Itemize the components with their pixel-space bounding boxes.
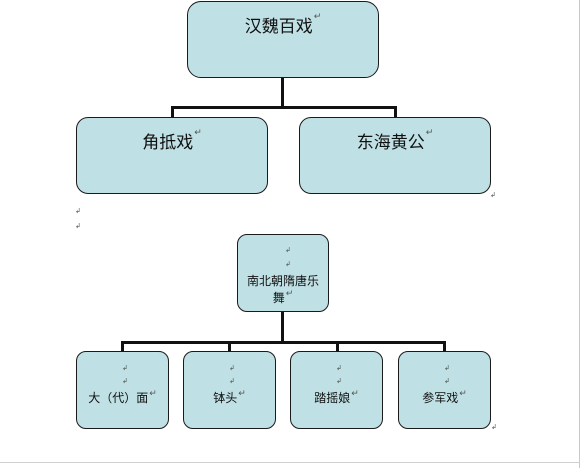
node-label: 大（代）面 — [88, 391, 149, 405]
node-donghai-huanggong: 东海黄公↵ — [299, 117, 491, 194]
node-label: 汉魏百戏 — [244, 17, 313, 37]
node-label: 南北朝隋唐乐 — [246, 274, 319, 288]
paragraph-mark: ↵ — [313, 12, 322, 22]
paragraph-mark: ↵ — [459, 389, 467, 399]
node-jiaodixi: 角抵戏↵ — [76, 117, 268, 194]
connector-bottom-drop-1 — [121, 341, 124, 352]
paragraph-mark-small: ↲ — [285, 246, 291, 254]
paragraph-mark-small: ↲ — [336, 377, 342, 385]
paragraph-mark: ↵ — [285, 289, 294, 299]
node-tayaoniang: ↲ ↲ 踏摇娘↵ — [290, 351, 383, 429]
node-canjunxi: ↲ ↲ 参军戏↵ — [398, 351, 491, 429]
connector-bottom-drop-2 — [228, 341, 231, 352]
node-botou: ↲ ↲ 钵头↵ — [183, 351, 276, 429]
node-label: 东海黄公 — [356, 133, 425, 153]
connector-bottom-drop-4 — [443, 341, 446, 352]
connector-top-horizontal — [171, 106, 397, 109]
paragraph-mark-small: ↲ — [75, 207, 81, 215]
paragraph-mark-small: ↲ — [122, 364, 128, 372]
node-label: 钵头 — [213, 391, 238, 405]
connector-bottom-root-stem — [281, 311, 284, 343]
paragraph-mark-small: ↲ — [75, 222, 81, 230]
paragraph-mark-small: ↲ — [444, 377, 450, 385]
node-label: 参军戏 — [422, 391, 459, 405]
paragraph-mark: ↵ — [238, 389, 246, 399]
connector-top-root-stem — [281, 78, 284, 108]
node-label-line2: 舞 — [272, 291, 285, 305]
node-nanbeichao-suitang-yuewu: ↲ ↲ 南北朝隋唐乐 舞↵ — [237, 234, 329, 312]
paragraph-mark: ↵ — [351, 389, 359, 399]
node-label: 踏摇娘 — [314, 391, 351, 405]
paragraph-mark-small: ↲ — [229, 364, 235, 372]
page-edge-right — [579, 0, 580, 468]
node-label: 角抵戏 — [142, 133, 194, 153]
paragraph-mark-small: ↲ — [490, 191, 496, 199]
paragraph-mark: ↵ — [425, 128, 434, 138]
paragraph-mark-small: ↲ — [229, 377, 235, 385]
paragraph-mark-small: ↲ — [285, 260, 291, 268]
connector-bottom-horizontal — [121, 341, 446, 344]
paragraph-mark-small: ↲ — [336, 364, 342, 372]
paragraph-mark: ↵ — [194, 128, 202, 138]
page-edge-bottom — [0, 462, 580, 463]
node-dai-mian: ↲ ↲ 大（代）面↵ — [76, 351, 169, 429]
connector-top-left-drop — [171, 106, 174, 118]
paragraph-mark-small: ↲ — [122, 377, 128, 385]
connector-top-right-drop — [394, 106, 397, 118]
paragraph-mark-small: ↲ — [444, 364, 450, 372]
node-han-wei-baixi: 汉魏百戏↵ — [187, 1, 379, 78]
paragraph-mark-small: ↲ — [491, 423, 497, 431]
connector-bottom-drop-3 — [336, 341, 339, 352]
paragraph-mark: ↵ — [149, 389, 157, 399]
